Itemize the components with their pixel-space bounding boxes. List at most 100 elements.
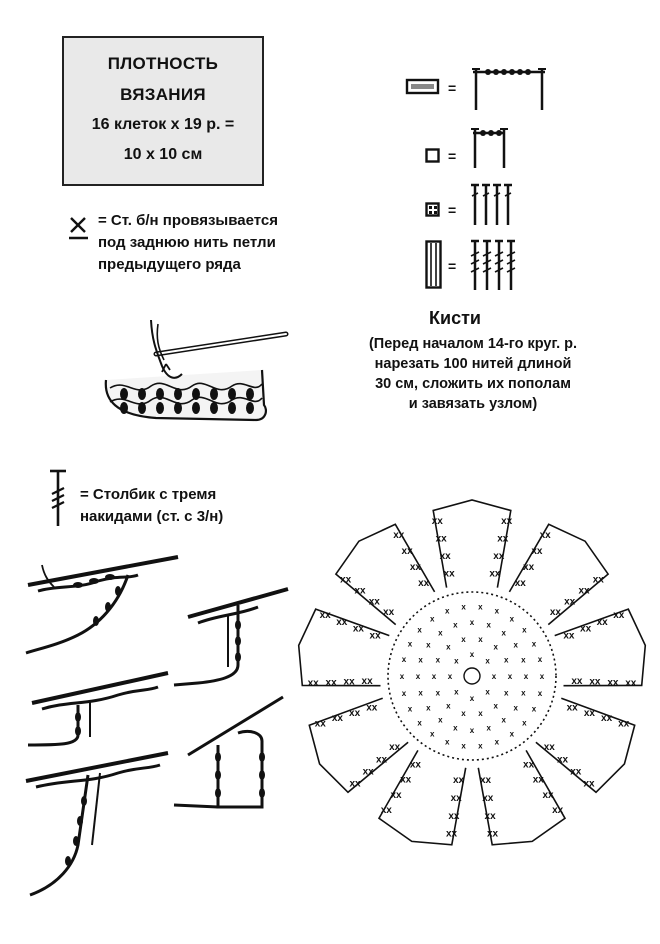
- round-mark: х: [448, 672, 453, 681]
- round-mark: х: [493, 702, 498, 711]
- round-mark: х: [402, 655, 407, 664]
- sc-mark: хх: [580, 624, 592, 635]
- legend-eq-4: =: [448, 258, 457, 274]
- sc-mark: хх: [563, 631, 575, 642]
- round-mark: х: [453, 723, 458, 732]
- round-mark: х: [486, 723, 491, 732]
- sc-mark: хх: [501, 516, 513, 527]
- round-mark: х: [418, 655, 423, 664]
- round-mark: х: [470, 694, 475, 703]
- round-mark: х: [418, 689, 423, 698]
- gauge-title-line2: ВЯЗАНИЯ: [120, 85, 206, 104]
- round-mark: х: [454, 656, 459, 665]
- round-mark: х: [461, 709, 466, 718]
- sc-mark: хх: [542, 790, 554, 801]
- sc-mark: хх: [326, 677, 338, 688]
- round-mark: х: [426, 704, 431, 713]
- round-mark: х: [446, 702, 451, 711]
- sc-note-line3: предыдущего ряда: [98, 256, 241, 273]
- gauge-title-line1: ПЛОТНОСТЬ: [107, 54, 219, 73]
- round-mark: х: [417, 718, 422, 727]
- round-mark: х: [432, 672, 437, 681]
- round-mark: х: [540, 672, 545, 681]
- sc-mark: хх: [515, 578, 527, 589]
- sc-mark: хх: [315, 719, 327, 730]
- sc-mark: хх: [354, 585, 366, 596]
- tassels-line2: нарезать 100 нитей длиной: [374, 356, 572, 372]
- sc-mark: хх: [410, 562, 422, 573]
- sc-mark: хх: [353, 624, 365, 635]
- sc-mark: хх: [523, 562, 535, 573]
- round-mark: х: [430, 730, 435, 739]
- petal-outline: [334, 523, 436, 626]
- round-mark: х: [504, 689, 509, 698]
- round-mark: х: [445, 607, 450, 616]
- sc-mark: хх: [410, 760, 422, 771]
- sc-mark: хх: [400, 775, 412, 786]
- round-mark: х: [416, 672, 421, 681]
- round-mark: х: [493, 642, 498, 651]
- legend-stitch-open: [471, 128, 508, 168]
- sc-note-line1: = Ст. б/н провязывается: [98, 212, 278, 229]
- round-mark: х: [501, 716, 506, 725]
- petal-outline: [377, 750, 467, 846]
- sc-mark: хх: [390, 790, 402, 801]
- sc-mark: хх: [567, 702, 579, 713]
- round-mark: х: [485, 656, 490, 665]
- petal-outline: [297, 608, 390, 687]
- sc-mark: хх: [362, 676, 374, 687]
- sc-mark: хх: [557, 754, 569, 765]
- sc-mark: хх: [625, 678, 637, 689]
- round-mark: х: [513, 640, 518, 649]
- sc-mark: хх: [446, 829, 458, 840]
- legend-stitch-filled: [471, 183, 512, 225]
- round-mark: х: [470, 650, 475, 659]
- block-filled-icon: [425, 202, 440, 217]
- sc-mark: хх: [584, 708, 596, 719]
- round-mark: х: [513, 704, 518, 713]
- sc-mark: хх: [489, 569, 501, 580]
- round-mark: х: [446, 642, 451, 651]
- sc-mark: хх: [583, 779, 595, 790]
- sc-mark: хх: [344, 677, 356, 688]
- round-mark: х: [510, 614, 515, 623]
- round-mark: х: [524, 672, 529, 681]
- legend-eq-3: =: [448, 202, 457, 218]
- round-mark: х: [461, 742, 466, 751]
- tassels-title: Кисти: [429, 308, 481, 328]
- sc-mark: хх: [607, 677, 619, 688]
- round-mark: х: [436, 689, 441, 698]
- sc-mark: хх: [497, 533, 509, 544]
- block-open-icon: [425, 148, 440, 163]
- sc-mark: хх: [402, 546, 414, 557]
- round-mark: х: [430, 614, 435, 623]
- round-mark: х: [538, 655, 543, 664]
- sc-mark: хх: [376, 754, 388, 765]
- legend-stitch-wide: [472, 68, 546, 110]
- sc-mark: хх: [336, 617, 348, 628]
- petal-outline: [477, 750, 567, 846]
- sc-mark: хх: [332, 713, 344, 724]
- sc-mark: хх: [383, 607, 395, 618]
- tassels-line4: и завязать узлом): [408, 396, 538, 412]
- treble-note: = Столбик с тремя накидами (ст. с 3/н): [80, 484, 310, 528]
- sc-mark: хх: [523, 760, 535, 771]
- sc-mark: хх: [440, 551, 452, 562]
- sc-mark: хх: [601, 713, 613, 724]
- sc-mark: хх: [482, 793, 494, 804]
- sc-mark: хх: [533, 775, 545, 786]
- sc-mark: хх: [597, 617, 609, 628]
- gauge-size: 10 х 10 см: [123, 146, 203, 163]
- round-mark: х: [504, 656, 509, 665]
- petal-outline: [508, 523, 610, 626]
- round-mark: х: [461, 603, 466, 612]
- sc-mark: хх: [589, 677, 601, 688]
- round-mark: х: [438, 628, 443, 637]
- petal-outline: [308, 697, 409, 794]
- sc-mark: хх: [389, 742, 401, 753]
- round-mark: х: [522, 626, 527, 635]
- treble-steps-illustration: [25, 555, 289, 897]
- sc-mark: хх: [578, 585, 590, 596]
- round-mark: х: [532, 705, 537, 714]
- round-mark: х: [478, 709, 483, 718]
